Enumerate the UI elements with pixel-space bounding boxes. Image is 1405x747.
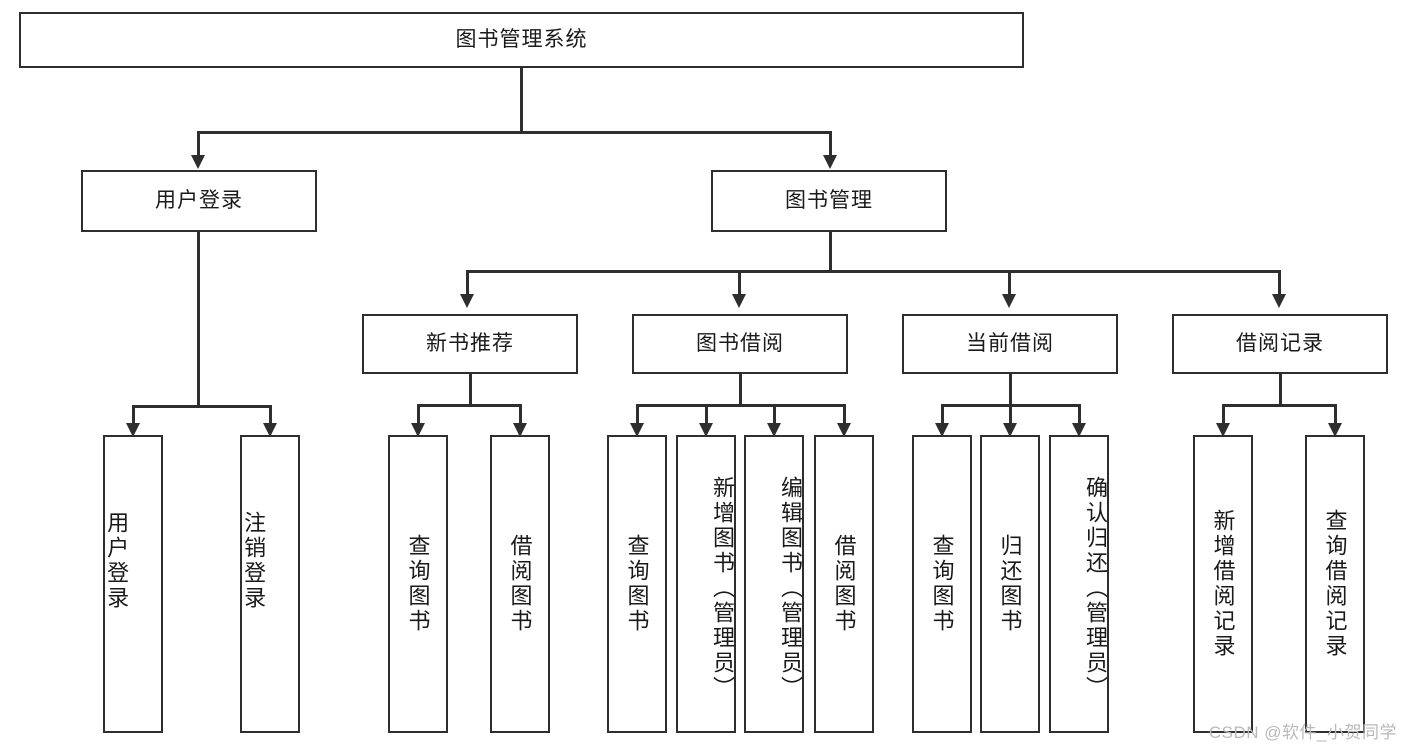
arrowhead-book-borrow <box>732 294 746 308</box>
leaf-label: 新增借阅记录 <box>1210 509 1236 659</box>
node-label: 当前借阅 <box>966 332 1054 356</box>
leaf-current-return-book[interactable]: 归还图书 <box>980 435 1040 733</box>
leaf-label: 用户登录 <box>104 511 130 611</box>
connector-user-login-to-leaf-1 <box>132 405 135 427</box>
arrowhead-user-login <box>191 155 205 169</box>
leaf-record-add[interactable]: 新增借阅记录 <box>1193 435 1253 733</box>
connector-bm-to-current <box>1008 270 1011 296</box>
arrowhead-borrow-record <box>1272 294 1286 308</box>
connector-recommend-stem <box>469 374 472 406</box>
connector-root-to-user-login <box>197 131 200 157</box>
leaf-label: 查询图书 <box>405 534 431 634</box>
arrowhead-book-management <box>823 155 837 169</box>
leaf-borrow-add-book[interactable]: 新增图书（管理员） <box>676 435 736 733</box>
node-label: 用户登录 <box>155 189 243 213</box>
connector-borrow-leaf-4 <box>843 404 846 427</box>
leaf-label: 查询图书 <box>624 534 650 634</box>
leaf-label: 归还图书 <box>997 534 1023 634</box>
leaf-borrow-edit-book[interactable]: 编辑图书（管理员） <box>744 435 804 733</box>
connector-record-bus <box>1222 404 1336 407</box>
connector-recommend-bus <box>417 404 521 407</box>
arrowhead-recommend-borrow-book <box>513 423 527 437</box>
connector-borrow-bus <box>636 404 845 407</box>
connector-record-leaf-2 <box>1334 404 1337 427</box>
leaf-borrow-query-book[interactable]: 查询图书 <box>607 435 667 733</box>
connector-recommend-leaf-1 <box>417 404 420 427</box>
connector-borrow-leaf-1 <box>636 404 639 427</box>
connector-root-bus <box>197 131 832 134</box>
arrowhead-record-query <box>1328 423 1342 437</box>
leaf-label: 借阅图书 <box>507 534 533 634</box>
node-borrow-record[interactable]: 借阅记录 <box>1172 314 1388 374</box>
leaf-label: 查询借阅记录 <box>1322 509 1348 659</box>
connector-record-stem <box>1279 374 1282 406</box>
node-book-borrow[interactable]: 图书借阅 <box>632 314 848 374</box>
arrowhead-current-return-book <box>1003 423 1017 437</box>
leaf-recommend-query-book[interactable]: 查询图书 <box>388 435 448 733</box>
arrowhead-leaf-user-login <box>126 423 140 437</box>
leaf-logout[interactable]: 注销登录 <box>240 435 300 733</box>
arrowhead-current-borrow <box>1002 294 1016 308</box>
watermark: CSDN @软件_小贺同学 <box>1208 723 1397 742</box>
leaf-recommend-borrow-book[interactable]: 借阅图书 <box>490 435 550 733</box>
arrowhead-borrow-add-book <box>699 423 713 437</box>
node-label: 图书借阅 <box>696 332 784 356</box>
arrowhead-record-add <box>1216 423 1230 437</box>
connector-record-leaf-1 <box>1222 404 1225 427</box>
node-label: 图书管理 <box>785 189 873 213</box>
connector-bm-to-record <box>1278 270 1281 296</box>
leaf-user-login[interactable]: 用户登录 <box>103 435 163 733</box>
arrowhead-borrow-edit-book <box>767 423 781 437</box>
leaf-label: 确认归还（管理员） <box>1083 475 1108 701</box>
node-label: 借阅记录 <box>1236 332 1324 356</box>
leaf-label: 查询图书 <box>929 534 955 634</box>
leaf-current-query-book[interactable]: 查询图书 <box>912 435 972 733</box>
node-new-book-recommend[interactable]: 新书推荐 <box>362 314 578 374</box>
leaf-label: 编辑图书（管理员） <box>778 475 803 701</box>
arrowhead-recommend-query-book <box>411 423 425 437</box>
node-root-book-management-system[interactable]: 图书管理系统 <box>19 12 1024 68</box>
connector-root-to-book-management <box>829 131 832 157</box>
leaf-current-confirm-return[interactable]: 确认归还（管理员） <box>1049 435 1109 733</box>
connector-root-stem <box>520 68 523 132</box>
node-label: 新书推荐 <box>426 332 514 356</box>
connector-borrow-stem <box>739 374 742 406</box>
connector-book-management-stem <box>829 232 832 271</box>
node-label: 图书管理系统 <box>455 28 588 52</box>
node-user-login[interactable]: 用户登录 <box>81 170 317 232</box>
connector-user-login-to-leaf-2 <box>269 405 272 427</box>
arrowhead-borrow-query-book <box>630 423 644 437</box>
connector-bm-to-recommend <box>466 270 469 296</box>
connector-current-leaf-1 <box>941 404 944 427</box>
leaf-record-query[interactable]: 查询借阅记录 <box>1305 435 1365 733</box>
connector-borrow-leaf-2 <box>705 404 708 427</box>
node-current-borrow[interactable]: 当前借阅 <box>902 314 1118 374</box>
node-book-management[interactable]: 图书管理 <box>711 170 947 232</box>
arrowhead-new-book-recommend <box>460 294 474 308</box>
leaf-label: 借阅图书 <box>831 534 857 634</box>
leaf-label: 新增图书（管理员） <box>710 475 735 701</box>
leaf-borrow-borrow-book[interactable]: 借阅图书 <box>814 435 874 733</box>
connector-book-management-bus <box>466 270 1280 273</box>
connector-recommend-leaf-2 <box>519 404 522 427</box>
connector-current-stem <box>1009 374 1012 406</box>
connector-user-login-bus <box>132 405 271 408</box>
leaf-label: 注销登录 <box>241 511 267 611</box>
arrowhead-borrow-borrow-book <box>837 423 851 437</box>
arrowhead-leaf-logout <box>263 423 277 437</box>
arrowhead-current-query-book <box>935 423 949 437</box>
connector-current-leaf-3 <box>1078 404 1081 427</box>
connector-borrow-leaf-3 <box>773 404 776 427</box>
arrowhead-current-confirm-return <box>1072 423 1086 437</box>
connector-user-login-stem <box>197 232 200 407</box>
connector-bm-to-borrow <box>738 270 741 296</box>
connector-current-leaf-2 <box>1009 404 1012 427</box>
